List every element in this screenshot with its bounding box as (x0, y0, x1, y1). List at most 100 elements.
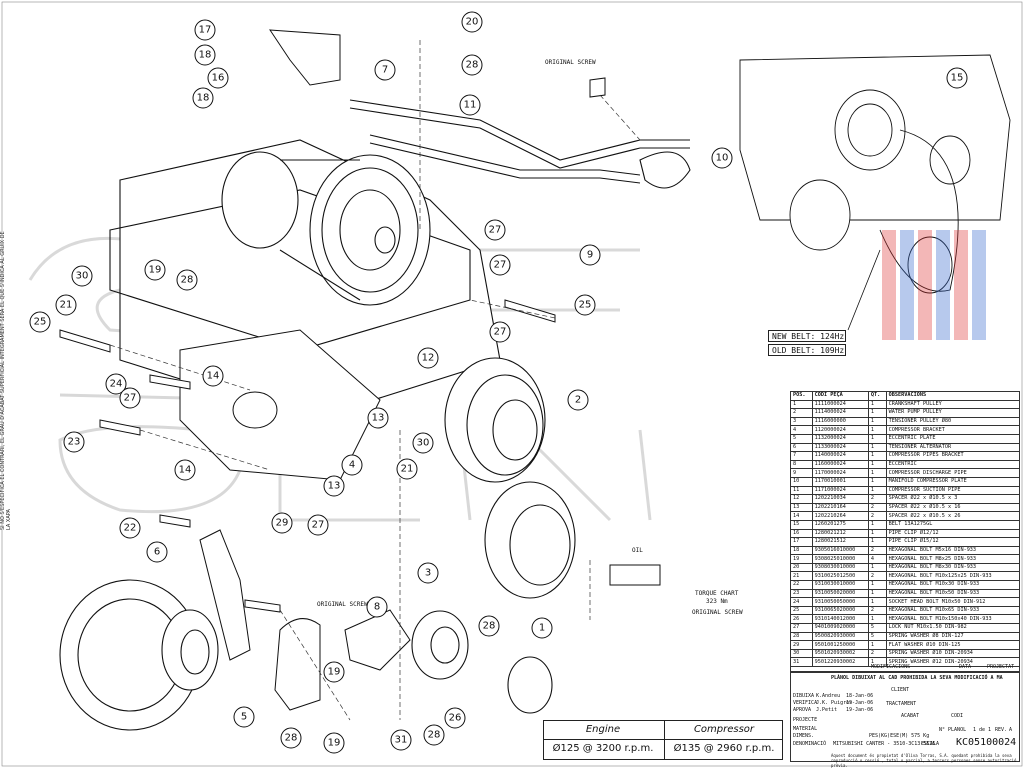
cell-qty: 1 (867, 433, 887, 444)
callout-circle (176, 269, 198, 291)
cell-qty: 2 (867, 502, 887, 513)
callout-30: 30 (412, 432, 434, 454)
cell-description: COMPRESSOR SUCTION PIPE (885, 485, 1021, 496)
old-belt-label: OLD BELT: 109Hz (768, 344, 846, 356)
cell-qty: 1 (867, 519, 887, 530)
callout-16: 27 (484, 219, 506, 241)
aprova-date: 19-Jan-06 (846, 707, 874, 713)
callout-23: 27 (119, 387, 141, 409)
cell-pos: 10 (790, 476, 813, 487)
original-screw-note-3: ORIGINAL SCREW (692, 609, 743, 616)
cell-code: 9310025012500 (811, 571, 869, 582)
callout-circle (412, 432, 434, 454)
callout-layer: 1718161872028111091530192821252727252712… (29, 11, 968, 754)
cell-description: LOCK NUT M10x1.50 DIN-982 (885, 623, 1021, 633)
callout-number: 22 (124, 523, 137, 534)
callout-circle (29, 311, 51, 333)
cell-pos: 25 (790, 605, 813, 616)
cell-description: MANIFOLD COMPRESSOR PLATE (885, 476, 1021, 487)
dibuixa-label: DIBUIXA (793, 693, 815, 699)
callout-7: 11 (459, 94, 481, 116)
cell-qty: 1 (867, 588, 887, 599)
cell-description: BELT 13A1275GL (885, 519, 1021, 530)
cell-qty: 2 (867, 511, 887, 521)
callout-circle (119, 387, 141, 409)
header-qty: QT. (867, 391, 887, 401)
callout-circle (423, 724, 445, 746)
cell-pos: 6 (790, 442, 813, 453)
callout-circle (323, 732, 345, 754)
callout-circle (489, 254, 511, 276)
callout-9: 9 (579, 244, 601, 266)
callout-44: 19 (323, 732, 345, 754)
cell-code: 9310030010000 (811, 580, 869, 590)
callout-number: 28 (428, 730, 441, 741)
cell-pos: 26 (790, 614, 813, 625)
callout-number: 28 (466, 60, 479, 71)
cell-code: 9310050020000 (811, 588, 869, 599)
callout-10: 15 (946, 67, 968, 89)
callout-number: 25 (34, 317, 47, 328)
cell-description: HEXAGONAL BOLT M10x65 DIN-933 (885, 605, 1021, 616)
cell-description: ECCENTRIC (885, 459, 1021, 470)
callout-39: 1 (531, 617, 553, 639)
callout-number: 7 (382, 65, 388, 76)
callout-circle (194, 44, 216, 66)
callout-45: 31 (390, 729, 412, 751)
callout-number: 28 (285, 733, 298, 744)
cell-pos: 5 (790, 433, 813, 444)
cell-description: PIPE CLIP Ø12/12 (885, 528, 1021, 539)
engine-speed: Ø125 @ 3200 r.p.m. (552, 743, 654, 754)
cell-pos: 1 (790, 399, 813, 410)
cell-pos: 2 (790, 408, 813, 418)
callout-5: 20 (461, 11, 483, 33)
callout-0: 17 (194, 19, 216, 41)
cell-code: 1280021512 (811, 537, 869, 547)
callout-number: 28 (181, 275, 194, 286)
cell-pos: 8 (790, 459, 813, 470)
acabat-label: ACABAT (901, 713, 920, 719)
cell-description: HEXAGONAL BOLT M5x16 DIN-933 (885, 545, 1021, 556)
callout-27: 4 (341, 454, 363, 476)
belt-leader-line (847, 249, 881, 331)
cell-pos: 13 (790, 502, 813, 513)
cell-qty: 2 (867, 605, 887, 616)
callout-number: 3 (425, 568, 431, 579)
cell-pos: 12 (790, 494, 813, 504)
cell-code: 1171000024 (811, 485, 869, 496)
callout-33: 27 (307, 514, 329, 536)
callout-32: 29 (271, 512, 293, 534)
callout-40: 19 (323, 661, 345, 683)
callout-circle (105, 373, 127, 395)
compressor-pipes (349, 99, 691, 189)
callout-37: 8 (366, 596, 388, 618)
callout-circle (461, 54, 483, 76)
cell-qty: 1 (867, 459, 887, 470)
callout-number: 31 (395, 735, 408, 746)
callout-2: 16 (207, 67, 229, 89)
header-code: CODI PEÇA (811, 391, 869, 401)
callout-number: 23 (68, 437, 81, 448)
cell-description: HEXAGONAL BOLT M10x50 DIN-933 (885, 588, 1021, 599)
cad-warning: PLÀNOL DIBUIXAT AL CAD PROHIBIDA LA SEVA… (831, 675, 1003, 681)
cell-qty: 2 (867, 545, 887, 556)
cell-qty: 1 (867, 562, 887, 573)
cell-pos: 20 (790, 562, 813, 573)
callout-circle (323, 475, 345, 497)
callout-number: 19 (328, 738, 341, 749)
cell-pos: 11 (790, 485, 813, 496)
cell-qty: 1 (867, 416, 887, 427)
callout-17: 27 (489, 254, 511, 276)
original-screw-note-2: ORIGINAL SCREW (317, 601, 368, 608)
tractament-label: TRACTAMENT (886, 701, 917, 707)
